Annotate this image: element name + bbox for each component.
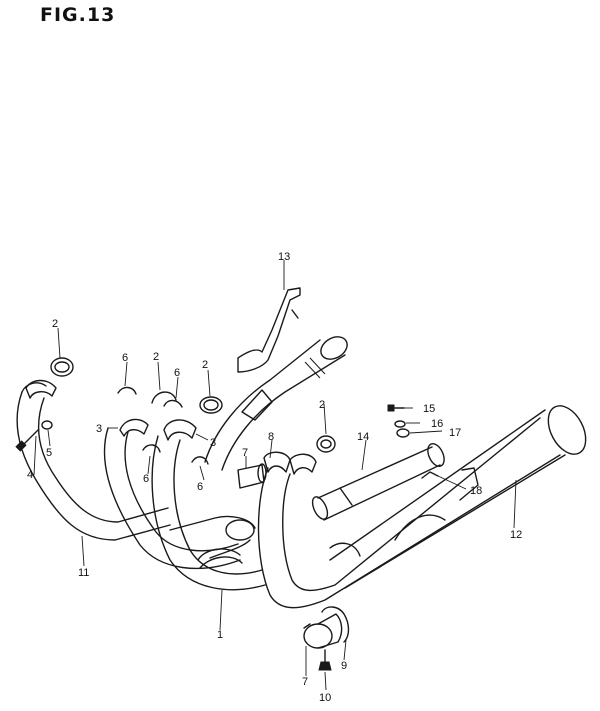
- clamp-left-end: [25, 379, 57, 399]
- washer-16: [394, 420, 406, 428]
- exhaust-pipe-11: [16, 382, 171, 541]
- callout-6: 6: [143, 473, 149, 485]
- callout-14: 14: [357, 431, 369, 443]
- callout-2: 2: [319, 399, 325, 411]
- callout-13: 13: [278, 251, 290, 263]
- figure-title: FIG.13: [40, 4, 116, 26]
- gasket-2-mid: [151, 391, 177, 404]
- bolt-4: [15, 429, 39, 452]
- callout-3: 3: [210, 437, 216, 449]
- washer-17: [396, 428, 410, 438]
- callouts: 2 2 2 2 3 3 4 5 6 6 6 6 7 7 8 9 10 11 1 …: [27, 251, 522, 704]
- retainer-6: [117, 386, 209, 465]
- bolt-10: [318, 649, 332, 671]
- callout-9: 9: [341, 660, 347, 672]
- callout-6: 6: [122, 352, 128, 364]
- callout-5: 5: [46, 447, 52, 459]
- connector-7-top: [237, 463, 267, 489]
- callout-11: 11: [78, 567, 89, 579]
- connector-7-bottom: [303, 613, 343, 649]
- upper-muffler: [204, 336, 348, 471]
- clamp-3-right: [163, 419, 197, 441]
- washer-5: [41, 420, 53, 430]
- callout-8: 8: [268, 431, 274, 443]
- muffler-12: [257, 405, 587, 609]
- connector-8: [263, 451, 317, 475]
- callout-1: 1: [217, 629, 223, 641]
- callout-7: 7: [242, 447, 248, 459]
- clip-18: [421, 471, 439, 479]
- clamp-9: [321, 606, 350, 643]
- callout-2: 2: [202, 359, 208, 371]
- clamp-3-left: [119, 418, 149, 437]
- callout-6: 6: [197, 481, 203, 493]
- callout-3: 3: [96, 423, 102, 435]
- callout-10: 10: [319, 692, 331, 704]
- callout-16: 16: [431, 418, 443, 430]
- exhaust-pipe-1: [103, 427, 266, 591]
- callout-2: 2: [52, 318, 58, 330]
- gasket-2-left: [50, 357, 74, 377]
- gasket-2-right: [199, 396, 223, 414]
- muffler-14: [311, 443, 445, 521]
- callout-6: 6: [174, 367, 180, 379]
- callout-4: 4: [27, 469, 33, 481]
- callout-15: 15: [423, 403, 435, 415]
- bracket-13: [237, 287, 301, 373]
- callout-2: 2: [153, 351, 159, 363]
- leader-lines: [33, 260, 517, 691]
- callout-7: 7: [302, 676, 308, 688]
- callout-12: 12: [510, 529, 522, 541]
- gasket-2-far: [316, 435, 336, 453]
- bolt-15: [387, 404, 405, 412]
- callout-17: 17: [449, 427, 461, 439]
- callout-18: 18: [470, 485, 482, 497]
